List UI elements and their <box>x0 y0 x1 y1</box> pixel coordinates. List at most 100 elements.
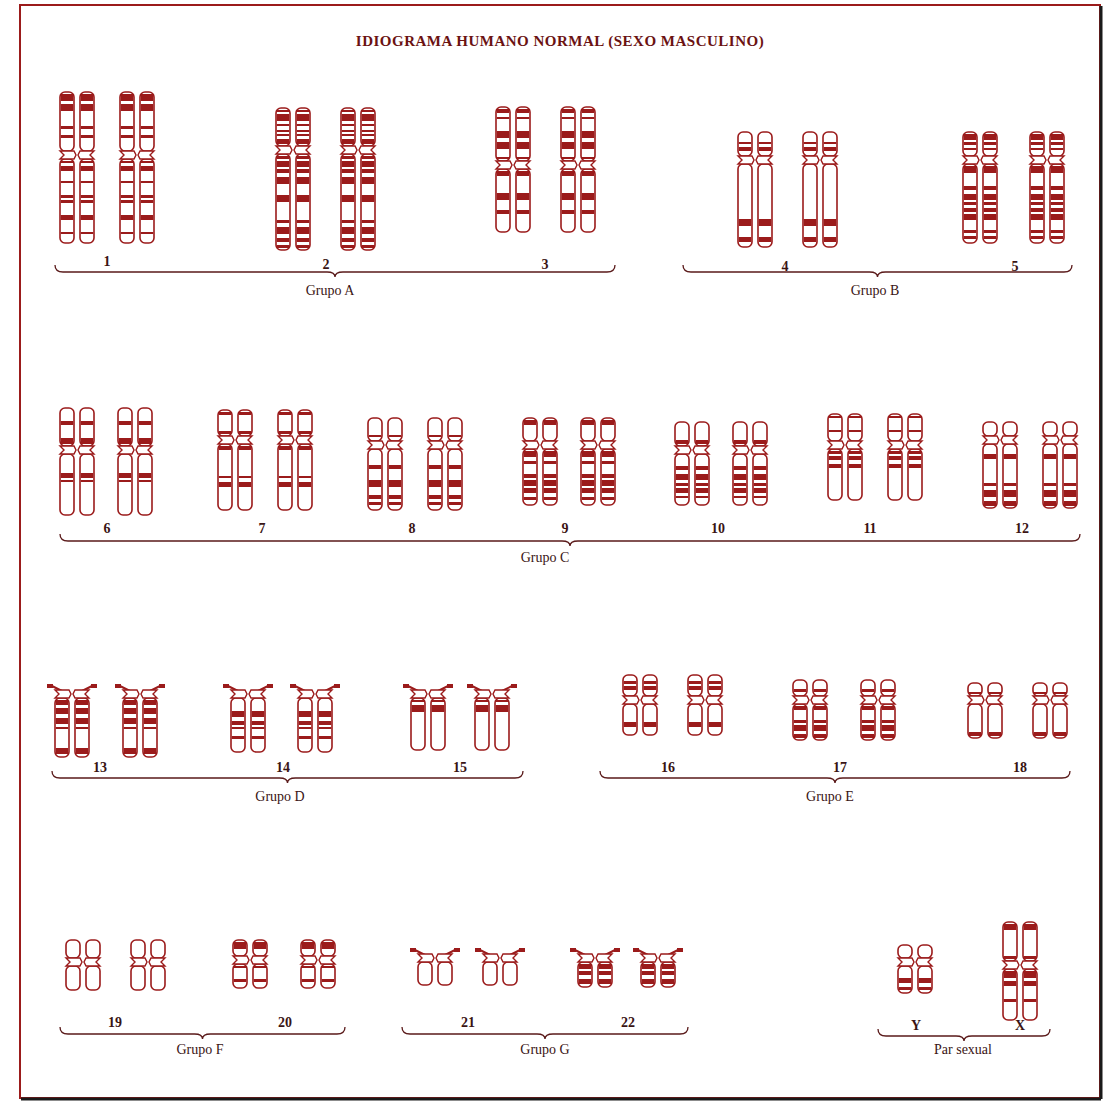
chromatid-arm <box>278 444 292 510</box>
chromosome-band <box>141 232 153 234</box>
chromosome-band <box>517 157 529 159</box>
chromosome-band <box>579 979 591 984</box>
centromere <box>1021 961 1037 969</box>
centromere <box>446 441 462 449</box>
chromosome-band <box>76 700 88 705</box>
chromosome-band <box>602 474 614 478</box>
chromosome-band <box>984 454 996 459</box>
group-bracket <box>55 265 615 277</box>
chromatid-arm <box>988 683 1002 696</box>
group-label: Grupo A <box>306 283 355 298</box>
chromosome-pair <box>60 408 152 515</box>
satellite <box>267 684 273 688</box>
chromosome-band <box>76 708 88 714</box>
chromosome-band <box>517 171 529 176</box>
chromosome-band <box>964 208 976 212</box>
chromosome-band <box>984 202 996 205</box>
chromosome-band <box>709 681 721 684</box>
brackets <box>52 265 1080 1041</box>
chromatid-arm <box>138 408 152 446</box>
chromosome-band <box>412 705 424 712</box>
chromosome-band <box>1004 971 1016 978</box>
chromosome-band <box>141 126 153 129</box>
chromosome-band <box>517 193 529 200</box>
satellite <box>334 684 340 688</box>
chromosome-band <box>1051 230 1063 233</box>
chromatid-arm <box>1050 164 1064 243</box>
chromosome-band <box>919 987 931 990</box>
chromosome-band <box>524 480 536 486</box>
chromosome-band <box>141 215 153 220</box>
chromosome-band <box>297 169 309 173</box>
chromosome-band <box>759 237 771 242</box>
chromatid-arm <box>495 698 509 750</box>
chromosome-band <box>1044 454 1056 459</box>
chromosome-band <box>1051 166 1063 173</box>
chromatid-arm <box>708 675 722 696</box>
chromosome-band <box>277 177 289 184</box>
chromosome-band <box>544 420 556 425</box>
centromere <box>496 161 512 169</box>
chromosome-band <box>676 496 688 498</box>
chromatid-arm <box>695 454 709 505</box>
chromosome-band <box>544 488 556 493</box>
chromosome-band <box>964 194 976 200</box>
group-bracket <box>60 534 1080 546</box>
chromosome-band <box>984 490 996 497</box>
chromosome-band <box>299 431 311 434</box>
chromosome-band <box>61 480 73 482</box>
chromosome-band <box>754 488 766 493</box>
chromosome-band <box>497 157 509 159</box>
chromosome-band <box>984 230 996 233</box>
chromosome-band <box>689 686 701 690</box>
centromere <box>596 954 612 962</box>
chromosome-band <box>429 502 441 505</box>
centromere <box>316 690 332 698</box>
centromere <box>1001 436 1017 444</box>
chromatid-arm <box>578 962 592 987</box>
chromosome-band <box>389 435 401 437</box>
chromatid-arm <box>581 107 595 161</box>
satellite <box>447 684 453 688</box>
chromatid-arm <box>55 698 69 757</box>
chromosome-band <box>582 480 594 486</box>
chromosome-band <box>1031 134 1043 140</box>
chromosome-band <box>889 430 901 432</box>
centromere <box>233 956 249 964</box>
chromatid-arm <box>318 698 332 752</box>
chromosome-band <box>61 421 73 425</box>
chromosome-band <box>829 456 841 460</box>
chromosome-band <box>849 464 861 468</box>
chromosome-band <box>882 720 894 723</box>
chromatid-arm <box>1053 704 1067 738</box>
chromosome-band <box>889 451 901 454</box>
chromosome-band <box>297 110 309 112</box>
chromosome-pair <box>223 684 340 752</box>
chromosome-band <box>81 438 93 444</box>
chromosome-band <box>362 130 374 132</box>
chromosome-band <box>1031 194 1043 200</box>
chromatid-arm <box>675 422 689 446</box>
chromosome-band <box>734 496 746 498</box>
chromosome-band <box>562 210 574 214</box>
chromosome-band <box>121 94 133 101</box>
chromosome-band <box>1004 999 1016 1002</box>
satellite <box>511 684 517 688</box>
centromere <box>359 146 375 154</box>
chromosome-band <box>121 135 133 138</box>
chromosome-band <box>624 686 636 690</box>
chromosome-band <box>1051 214 1063 220</box>
chromosome-band <box>449 502 461 505</box>
chromosome-band <box>369 465 381 469</box>
chromosome-band <box>299 412 311 415</box>
chromosome-band <box>1024 924 1036 930</box>
chromosome-band <box>1051 186 1063 190</box>
chromosome-band <box>144 700 156 705</box>
chromosome-band <box>676 483 688 486</box>
centromere <box>541 441 557 449</box>
chromosome-pair <box>968 683 1067 738</box>
chromosome-band <box>562 142 574 149</box>
centromere <box>386 441 402 449</box>
chromosome-band <box>676 466 688 470</box>
chromatid-arm <box>516 169 530 232</box>
